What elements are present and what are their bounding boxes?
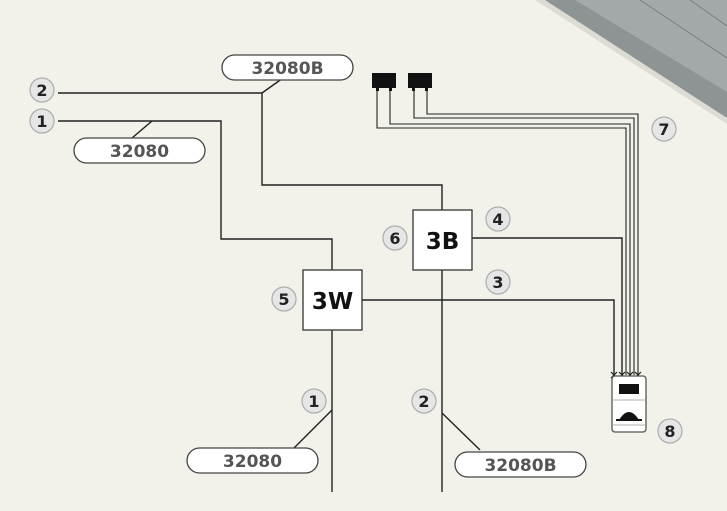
badge-module-3b: 6 (382, 225, 408, 251)
cable-label-bottom-32080: 32080 (186, 447, 319, 474)
wire-1-top (58, 120, 333, 270)
svg-text:32080: 32080 (110, 142, 169, 162)
svg-text:32080B: 32080B (484, 456, 556, 476)
svg-text:8: 8 (664, 422, 675, 441)
svg-text:1: 1 (308, 392, 319, 411)
wire-1-bottom-callout (291, 409, 333, 451)
photo-corner-decoration (535, 0, 727, 124)
svg-text:2: 2 (418, 392, 429, 411)
svg-text:7: 7 (658, 120, 669, 139)
plug-icon-right (408, 73, 432, 88)
svg-text:4: 4 (492, 210, 503, 229)
wire-2-top (58, 92, 443, 210)
svg-text:2: 2 (36, 81, 47, 100)
badge-line-2-top: 2 (29, 77, 55, 103)
plug-icon (372, 73, 432, 91)
plug-icon-left (372, 73, 396, 88)
module-3w-label: 3W (312, 289, 353, 315)
module-3b: 3B (412, 209, 473, 271)
module-3b-label: 3B (426, 229, 460, 255)
svg-text:5: 5 (278, 290, 289, 309)
wiring-lines (58, 77, 623, 492)
badge-power-bundle: 7 (651, 116, 677, 142)
badge-device-8: 8 (657, 418, 683, 444)
badge-line-2-bottom: 2 (411, 388, 437, 414)
cable-label-top-32080b: 32080B (221, 54, 354, 81)
wire-1-top-callout (131, 120, 153, 139)
svg-text:3: 3 (492, 273, 503, 292)
cable-label-bottom-32080b: 32080B (454, 451, 587, 478)
badge-line-1-top: 1 (29, 108, 55, 134)
svg-text:32080B: 32080B (251, 59, 323, 79)
badge-line-3: 3 (485, 269, 511, 295)
wire-2-bottom-callout (441, 412, 481, 451)
badges: 2 1 6 4 3 5 1 2 (29, 77, 683, 444)
svg-text:32080: 32080 (223, 452, 282, 472)
badge-module-3w: 5 (271, 286, 297, 312)
badge-line-4: 4 (485, 206, 511, 232)
power-bundle-wires (376, 90, 639, 375)
wire-3 (362, 299, 615, 375)
module-3w: 3W (302, 269, 363, 331)
wire-4 (472, 237, 623, 375)
badge-line-1-bottom: 1 (301, 388, 327, 414)
svg-text:6: 6 (389, 229, 400, 248)
cable-label-top-32080: 32080 (73, 137, 206, 164)
svg-text:1: 1 (36, 112, 47, 131)
door-unit-icon (611, 375, 647, 433)
